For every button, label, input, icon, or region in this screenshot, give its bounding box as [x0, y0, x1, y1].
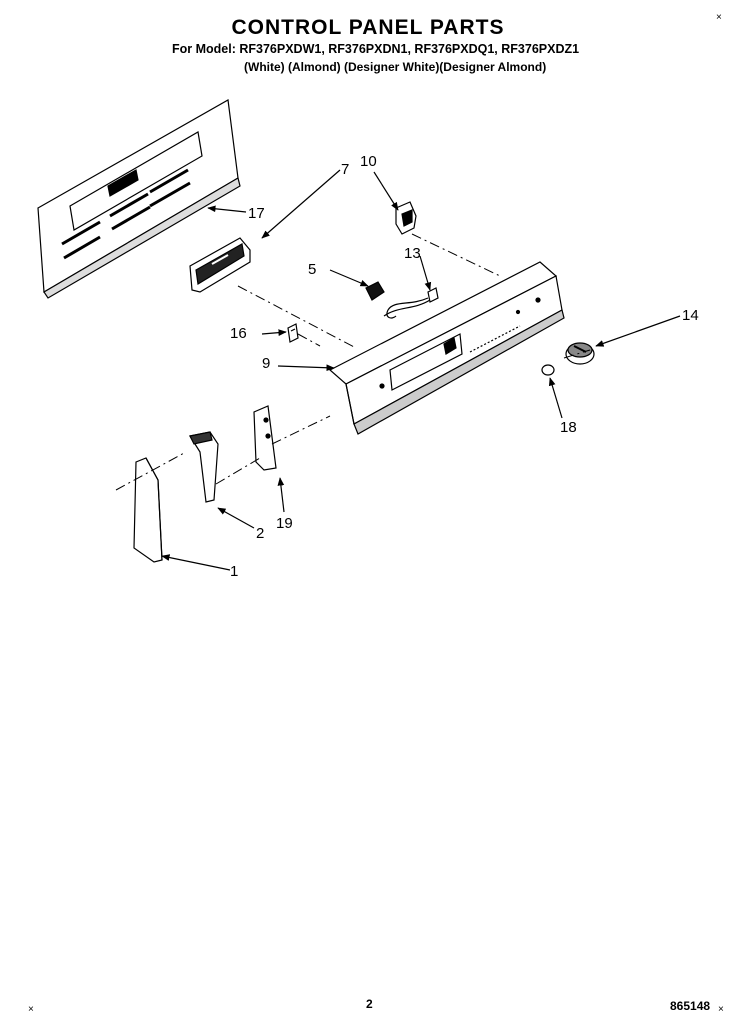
- part-1-side-trim: [133, 457, 163, 563]
- part-18-button: [541, 364, 555, 376]
- part-13-wire-harness: [383, 287, 439, 319]
- part-5-connector: [365, 281, 385, 301]
- corner-mark-bottom-left: ×: [28, 1004, 34, 1015]
- document-number: 865148: [670, 999, 711, 1013]
- callout-16: 16: [230, 325, 247, 342]
- callout-5: 5: [308, 261, 316, 278]
- part-2-end-cap: [189, 431, 219, 503]
- callout-1: 1: [230, 563, 238, 580]
- part-9-control-panel-housing: [328, 261, 565, 435]
- callout-14: 14: [682, 307, 699, 324]
- part-7-display-module: [189, 237, 251, 293]
- callout-9: 9: [262, 355, 270, 372]
- leader-lines: [161, 169, 681, 571]
- part-14-knob: [565, 342, 595, 365]
- callout-19: 19: [276, 515, 293, 532]
- corner-mark-top-right: ×: [716, 12, 722, 23]
- corner-mark-bottom-right: ×: [718, 1004, 724, 1015]
- callout-10: 10: [360, 153, 377, 170]
- page-title: CONTROL PANEL PARTS: [231, 16, 505, 39]
- assembly-lines: [115, 233, 591, 491]
- part-10-switch: [395, 201, 417, 235]
- color-list: (White) (Almond) (Designer White)(Design…: [244, 60, 547, 74]
- part-17-rear-panel: [37, 99, 241, 299]
- part-19-bracket: [253, 405, 277, 471]
- model-list: For Model: RF376PXDW1, RF376PXDN1, RF376…: [172, 42, 580, 56]
- callout-17: 17: [248, 205, 265, 222]
- callout-18: 18: [560, 419, 577, 436]
- part-16-clip: [287, 323, 299, 343]
- callout-2: 2: [256, 525, 264, 542]
- page-number: 2: [366, 997, 373, 1011]
- callout-13: 13: [404, 245, 421, 262]
- callout-7: 7: [341, 161, 349, 178]
